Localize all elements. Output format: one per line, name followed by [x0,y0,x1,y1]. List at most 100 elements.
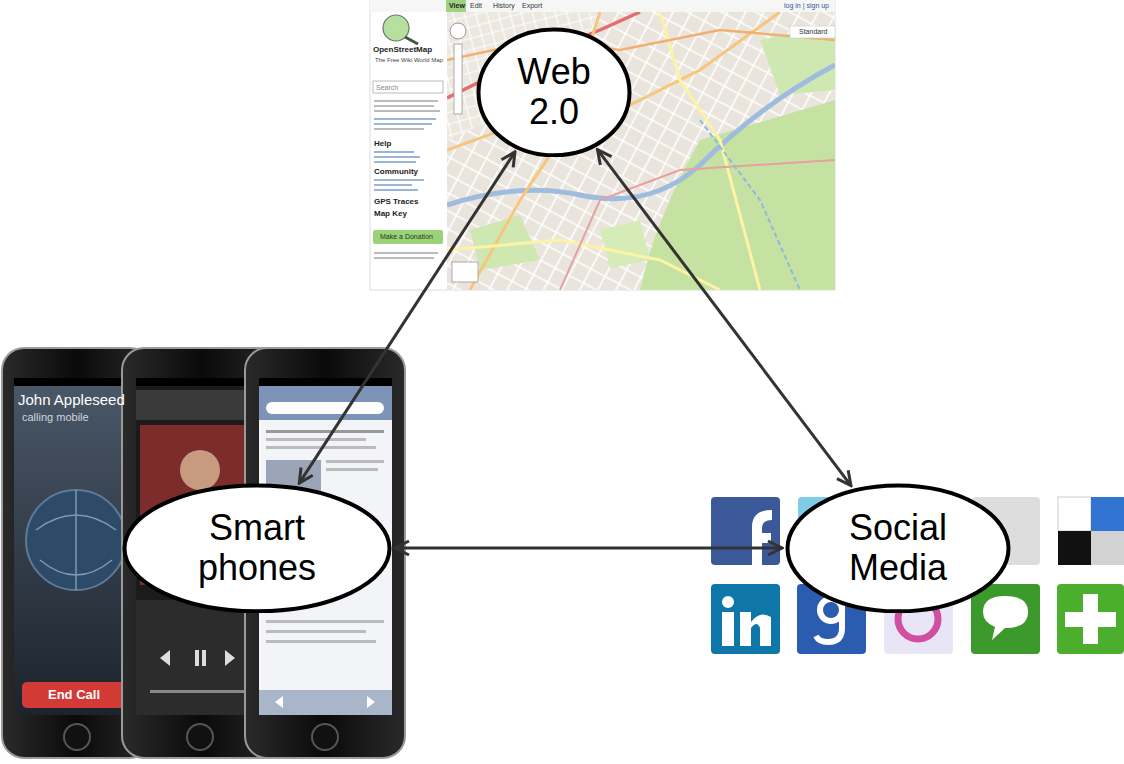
screenshot-text: End Call [48,688,100,701]
ellipse-shape [479,29,630,155]
smartphone-illustration-part [150,690,254,693]
social-icons-part [971,584,1040,654]
smartphone-illustration-part [160,650,235,666]
screenshot-text: GPS Traces [374,198,418,206]
illustration-part-part [600,220,650,268]
smartphone-illustration-part [64,724,90,750]
double-arrow-connector [598,150,851,486]
illustration-part-part [700,120,800,290]
ellipse-shape [788,485,1009,611]
smartphone-illustration-part [266,438,366,441]
map-screenshot-part [374,161,416,163]
map-screenshot-part [374,179,424,181]
social-icons-part [711,584,780,654]
social-icons-part [1058,531,1091,565]
map-screenshot-part [374,100,438,102]
social-icons [711,497,1124,654]
smartphone-illustration-part [266,430,384,433]
smartphone-illustration-part [195,650,199,666]
map-screenshot [370,0,835,290]
smartphone-illustration-part [36,490,116,590]
map-screenshot-part [374,156,420,158]
screenshot-text: Make a Donation [380,233,433,240]
illustration-part [447,12,835,290]
smartphone-illustration-part [26,490,126,590]
screenshot-text: Edit [470,2,482,9]
illustration-part-part [447,240,720,290]
map-screenshot-part [370,0,835,12]
screenshot-text: Export [522,2,542,9]
screenshot-text: Community [374,168,418,176]
map-screenshot-part [374,105,434,107]
ellipse-node: Smart phones [122,483,392,614]
social-icons-part [1065,612,1116,627]
map-screenshot-part [450,23,466,39]
smartphone-illustration-part [266,630,366,633]
map-screenshot-part [374,128,424,130]
smartphone-illustration-part [14,378,138,386]
social-icons-part [722,612,734,646]
social-icons-part [1057,584,1124,654]
map-screenshot-part [790,26,835,38]
node-label: Smart phones [192,508,322,587]
double-arrow-connector [395,546,782,549]
social-icons-part [722,596,734,608]
screenshot-text: OpenStreetMap [373,46,432,54]
node-label: Web 2.0 [508,52,600,131]
map-screenshot-part [374,151,414,153]
smartphone-illustration-part [266,620,384,623]
node-label: Social Media [833,508,963,587]
map-screenshot-part [373,81,443,93]
map-screenshot-part [373,230,443,244]
screenshot-text: Standard [799,28,827,35]
smartphone-illustration-part [180,450,220,490]
social-icons-part [1058,497,1091,531]
smartphone-illustration-part [202,650,206,666]
ellipse-shape [125,485,390,611]
screenshot-text: John Appleseed [18,392,125,407]
map-screenshot-part [374,110,440,112]
social-icons-part [983,596,1028,640]
smartphone-illustration-part [259,378,392,386]
double-arrow-connector [299,152,515,483]
social-icons-part [1091,497,1124,531]
social-icons-part [711,497,780,565]
screenshot-text: Help [374,140,391,148]
map-screenshot-part [374,123,432,125]
map-screenshot-part [452,262,478,282]
social-icons-part [1091,531,1124,565]
map-screenshot-part [374,189,418,191]
ellipse-node: Web 2.0 [476,27,632,158]
smartphone-illustration-part [266,402,384,414]
smartphone-illustration-part [14,378,138,715]
map-screenshot-part [446,0,466,12]
screenshot-text: Map Key [374,210,407,218]
illustration-part-part [560,160,835,290]
social-icons-part [816,600,842,642]
map-screenshot-part [374,118,436,120]
smartphone-illustration-part [275,696,375,708]
map-screenshot-part [370,0,835,290]
map-screenshot-part [374,257,434,259]
smartphone-illustration-part [259,690,392,715]
illustration-part-part [660,12,760,290]
screenshot-text: View [449,2,465,9]
map-screenshot-part [405,37,418,44]
social-icons-part [752,510,772,565]
smartphone-illustration-part [187,724,213,750]
map-screenshot-part [374,252,438,254]
screenshot-text: calling mobile [22,412,89,423]
smartphone-illustration-part [266,640,376,643]
map-screenshot-part [374,184,412,186]
map-screenshot-part [454,44,462,114]
smartphone-illustration [2,348,405,758]
smartphone-illustration-part [326,460,384,463]
screenshot-text: log in | sign up [784,2,829,9]
illustration-part-part [447,12,835,290]
ellipse-node: Social Media [785,483,1011,614]
social-icons-part [740,612,751,646]
screenshot-text: History [493,2,515,9]
smartphone-illustration-part [22,682,130,708]
smartphone-illustration-part [312,724,338,750]
